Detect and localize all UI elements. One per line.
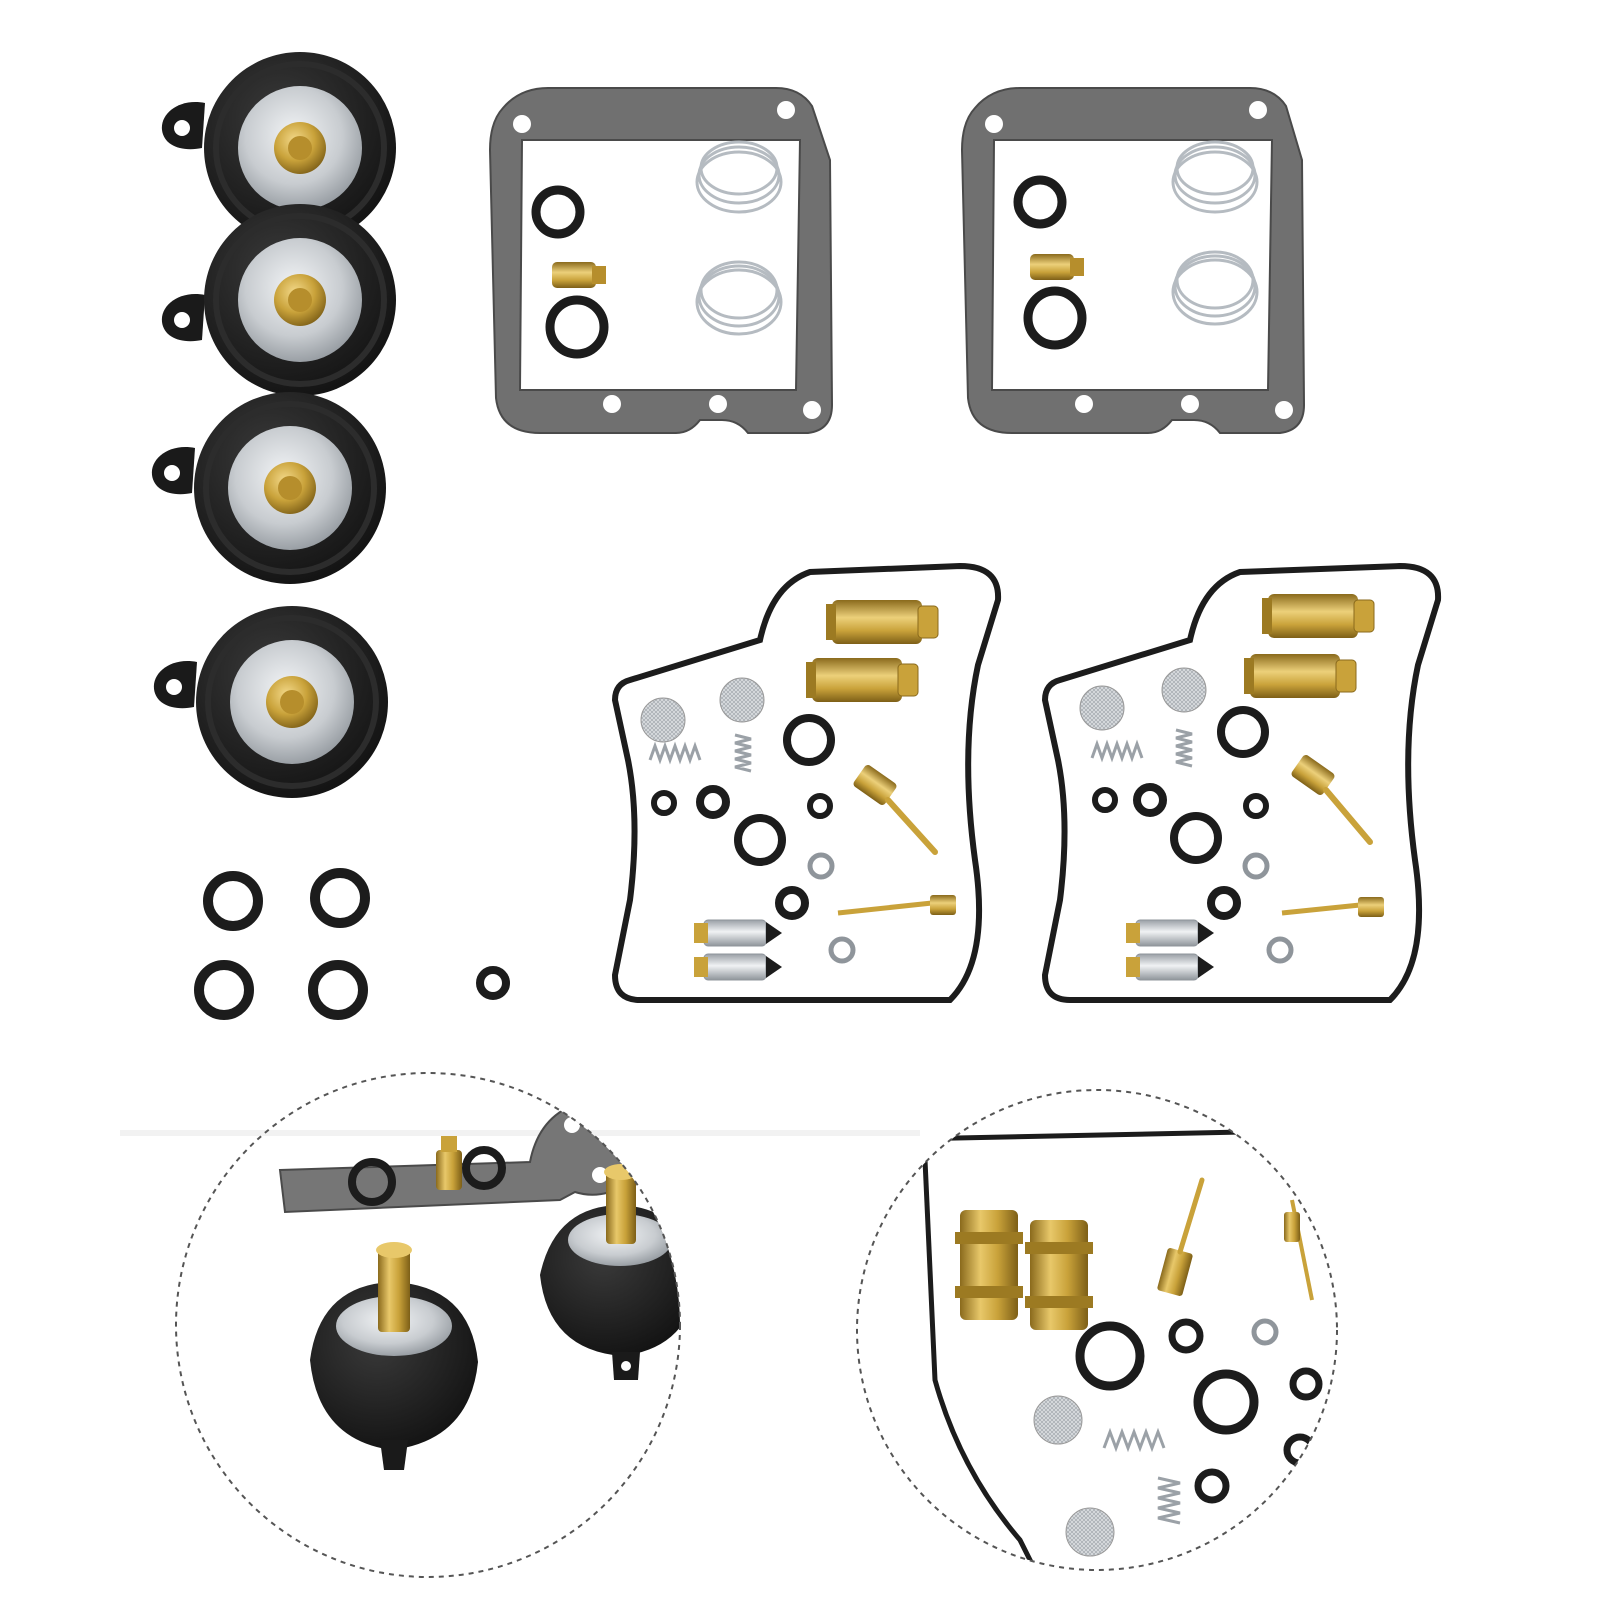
- o-ring: [651, 790, 677, 816]
- diaphragm: [310, 1242, 478, 1470]
- main-jet-holder: [806, 600, 939, 702]
- o-ring: [1170, 812, 1222, 864]
- pilot-screw: [853, 765, 938, 855]
- diaphragm: [540, 1164, 680, 1380]
- o-ring: [734, 814, 786, 866]
- o-ring: [783, 714, 835, 766]
- washer: [807, 852, 835, 880]
- o-ring: [1283, 1433, 1317, 1467]
- o-ring: [1289, 1367, 1323, 1401]
- o-ring: [1075, 1321, 1145, 1391]
- gasket-set-1: [488, 87, 834, 434]
- o-ring: [203, 871, 263, 931]
- o-ring: [308, 960, 368, 1020]
- washer: [1242, 852, 1270, 880]
- zoom-detail-2: [856, 1089, 1338, 1571]
- needle-valve: [694, 919, 782, 981]
- spring-coil: [1171, 140, 1259, 326]
- zoom-detail-1: [120, 1072, 920, 1578]
- o-ring: [1168, 1318, 1204, 1354]
- diaphragm-1: [161, 52, 396, 244]
- filter-screen: [1033, 1395, 1083, 1445]
- spring-coil: [695, 140, 783, 336]
- diaphragm-3: [151, 392, 386, 584]
- coil-spring: [648, 733, 752, 773]
- o-ring: [775, 886, 809, 920]
- pilot-screw: [1291, 755, 1373, 845]
- filter-screen: [640, 697, 686, 743]
- float-needle: [1281, 897, 1384, 917]
- gasket-set-2: [960, 87, 1306, 434]
- o-ring: [476, 966, 510, 1000]
- coil-spring: [1090, 728, 1193, 768]
- diaphragm-2: [161, 204, 396, 396]
- bowl-gasket-ring: [611, 562, 1002, 1003]
- filter-screen: [719, 677, 765, 723]
- o-ring: [1207, 886, 1241, 920]
- filter-screen: [1161, 667, 1207, 713]
- o-ring: [310, 868, 370, 928]
- o-ring: [807, 793, 833, 819]
- o-ring: [194, 960, 254, 1020]
- o-ring: [1194, 1468, 1230, 1504]
- filter-screen: [1065, 1507, 1115, 1557]
- diaphragm-4: [153, 606, 388, 798]
- main-jet-holder: [955, 1210, 1093, 1330]
- float-needle: [837, 895, 956, 916]
- o-ring: [1092, 787, 1118, 813]
- pilot-jet: [552, 262, 606, 288]
- washer: [828, 936, 856, 964]
- o-ring: [696, 785, 730, 819]
- pilot-jet: [1030, 254, 1084, 280]
- float-needle: [1284, 1199, 1314, 1301]
- filter-screen: [1079, 685, 1125, 731]
- coil-spring: [1102, 1427, 1181, 1525]
- float-bowl-kit-1: [611, 562, 1002, 1003]
- o-ring: [1217, 706, 1269, 758]
- washer: [1251, 1318, 1279, 1346]
- needle-valve: [1126, 919, 1214, 981]
- o-ring: [1243, 793, 1269, 819]
- pilot-jet: [436, 1136, 462, 1190]
- o-ring: [1193, 1369, 1259, 1435]
- washer: [1266, 936, 1294, 964]
- pilot-screw: [1157, 1177, 1205, 1296]
- float-bowl-kit-2: [1041, 562, 1442, 1003]
- main-jet-holder: [1244, 594, 1375, 698]
- loose-o-rings: [194, 868, 510, 1020]
- bowl-gasket-ring: [1041, 562, 1442, 1003]
- o-ring: [1133, 783, 1167, 817]
